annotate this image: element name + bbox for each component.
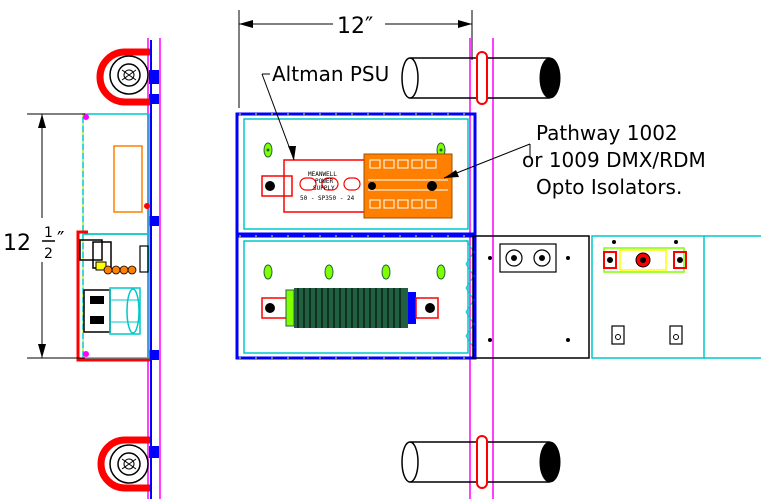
- dmx-panel: [472, 235, 590, 359]
- dimension-height-whole: 12: [3, 231, 31, 256]
- psu: MEANWELL POWER SUPPLY 50 - SP350 - 24: [261, 159, 379, 213]
- dimension-height-unit: ″: [57, 227, 64, 251]
- psu-label-3: SUPPLY: [313, 185, 335, 192]
- rail-bracket: [149, 70, 159, 84]
- psu-label-4: 50 - SP350 - 24: [300, 195, 355, 202]
- top-pipe: [401, 51, 561, 105]
- side-view: [76, 38, 161, 499]
- right-panel: [591, 235, 761, 359]
- dimension-width: 12″: [238, 10, 473, 108]
- rail-bracket: [149, 94, 159, 104]
- bottom-pipe: [401, 435, 561, 489]
- rail-bracket: [149, 216, 159, 226]
- psu-label-2: POWER: [315, 178, 333, 185]
- callout-isolator-line1: Pathway 1002: [536, 121, 678, 145]
- front-enclosure-top: [235, 112, 477, 236]
- side-psu: [113, 145, 143, 213]
- callout-psu: Altman PSU: [261, 62, 389, 161]
- dimension-height-num: 1: [44, 225, 53, 241]
- rail-bracket: [149, 446, 159, 458]
- callout-isolator: Pathway 1002 or 1009 DMX/RDM Opto Isolat…: [443, 121, 706, 199]
- dimension-height: 12 1 2 ″: [3, 113, 85, 359]
- callout-psu-label: Altman PSU: [272, 62, 389, 86]
- callout-isolator-line3: Opto Isolators.: [536, 175, 682, 199]
- front-enclosure-bottom: [235, 234, 477, 360]
- dimension-height-den: 2: [44, 246, 53, 262]
- opto-isolator: [363, 153, 453, 219]
- bottom-clamp: [97, 436, 150, 492]
- callout-isolator-line2: or 1009 DMX/RDM: [522, 148, 706, 172]
- rail-bracket: [149, 350, 159, 360]
- dimension-width-value: 12″: [337, 14, 373, 39]
- psu-label-1: MEANWELL: [308, 171, 337, 178]
- side-wire: [76, 230, 150, 362]
- side-enclosure-top: [82, 113, 150, 235]
- top-clamp: [96, 48, 150, 106]
